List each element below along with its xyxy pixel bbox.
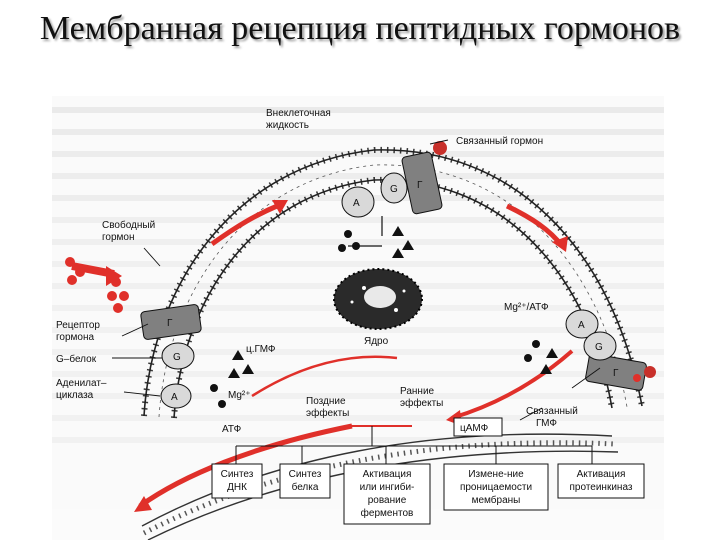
effect-connectors [235,426,593,464]
leader-lines [112,139,601,421]
box-enzyme-regulation-2: или ингиби- [360,481,415,493]
box-protein-synthesis-1: Синтез [289,469,322,480]
label-camp: цАМФ [460,423,489,434]
box-permeability-3: мембраны [472,494,521,506]
label-g-protein: G–белок [56,353,97,365]
receptor-glyph-left: Г [167,318,173,329]
hormone-particles [65,257,641,382]
g-glyph-left: G [173,352,181,363]
membrane-reception-diagram: Г G A Г G A Г A G [52,96,664,540]
cell-membrane [141,146,645,419]
cyclase-glyph-right: A [578,320,585,331]
label-adenylate-cyclase-2: циклаза [56,390,94,401]
label-late-effects-2: эффекты [306,407,349,419]
label-extracellular-2: жидкость [266,120,309,131]
label-early-effects-1: Ранние [400,386,435,397]
cyclase-glyph-top: A [353,198,360,209]
receptor-complex-left [140,304,202,409]
label-bound-gmp-1: Связанный [526,406,578,417]
slide-title: Мембранная рецепция пептидных гормонов [39,10,681,47]
label-mg-atp: Mg²⁺/АТФ [504,302,549,313]
box-enzyme-regulation-4: ферментов [361,507,414,519]
camp-box [453,417,503,437]
effect-boxes [211,463,645,525]
cyclase-glyph-left: A [171,392,178,403]
label-nucleus: Ядро [364,336,389,347]
box-enzyme-regulation-1: Активация [363,469,412,480]
signal-molecules [210,216,558,408]
box-dna-synthesis-1: Синтез [221,469,254,480]
label-free-hormone-2: гормон [102,232,135,243]
receptor-complex-right [565,309,656,391]
label-late-effects-1: Поздние [306,396,346,407]
label-early-effects-2: эффекты [400,397,443,409]
label-bound-gmp-2: ГМФ [536,418,557,429]
box-permeability-1: Измене-ние [468,469,524,480]
label-free-hormone-1: Свободный [102,219,155,231]
receptor-glyph-right: Г [613,368,619,379]
box-kinase-activation-1: Активация [577,469,626,480]
box-permeability-2: проницаемости [460,482,532,493]
label-cgmp: ц.ГМФ [246,344,276,355]
box-kinase-activation-2: протеинкиназ [570,482,633,493]
label-atp: АТФ [222,424,242,435]
nucleus [333,268,423,330]
label-extracellular-1: Внеклеточная [266,108,331,119]
label-bound-hormone: Связанный гормон [456,136,543,147]
g-glyph-right: G [595,342,603,353]
receptor-complex-top [341,141,447,218]
box-protein-synthesis-2: белка [292,481,319,493]
label-receptor-2: гормона [56,332,95,343]
label-adenylate-cyclase-1: Аденилат– [56,378,107,389]
label-receptor-1: Рецептор [56,320,100,331]
g-glyph-top: G [390,184,398,195]
box-enzyme-regulation-3: рование [368,495,407,506]
box-dna-synthesis-2: ДНК [227,482,247,493]
label-mg: Mg²⁺ [228,390,251,401]
receptor-glyph-top: Г [417,180,423,191]
